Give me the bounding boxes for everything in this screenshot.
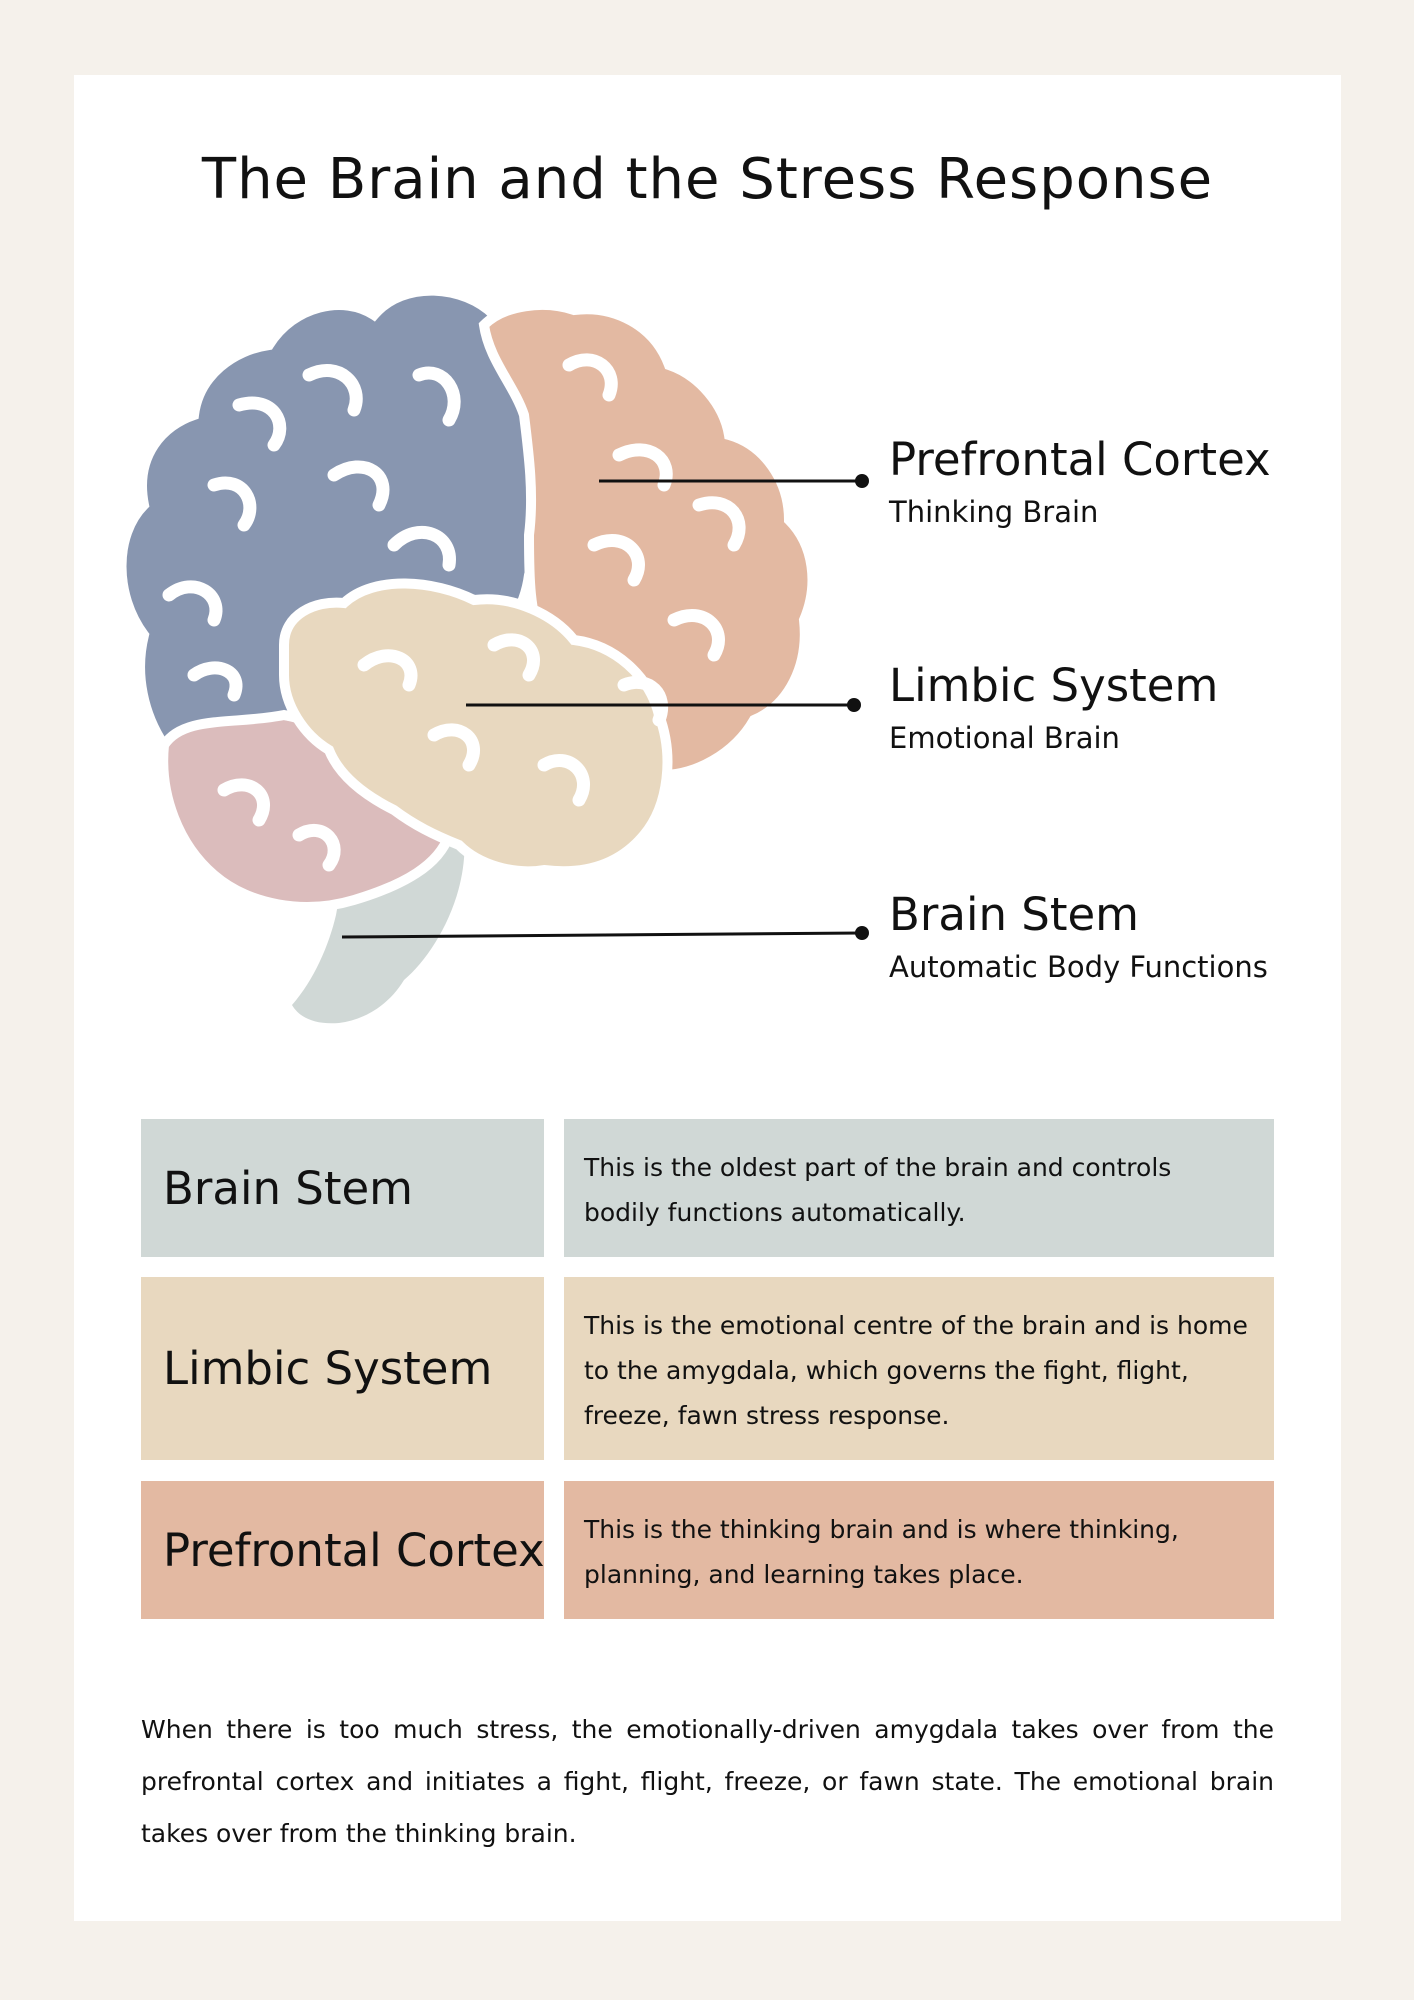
label-name: Prefrontal Cortex — [889, 433, 1271, 486]
summary-paragraph: When there is too much stress, the emoti… — [141, 1715, 1274, 1848]
leader-dot — [847, 698, 861, 712]
label-subtitle: Thinking Brain — [889, 494, 1099, 529]
row-title: Prefrontal Cortex — [141, 1481, 545, 1619]
leader-dot — [855, 926, 869, 940]
infographic-card: The Brain and the Stress Response — [74, 75, 1341, 1921]
row-description: This is the oldest part of the brain and… — [564, 1119, 1274, 1257]
leader-lines — [341, 479, 863, 939]
brain-illustration — [116, 285, 869, 1024]
brain-folds — [162, 353, 746, 872]
row-title: Brain Stem — [141, 1119, 544, 1257]
label-limbic-system: Limbic System Emotional Brain — [889, 661, 1218, 755]
row-title: Limbic System — [141, 1277, 544, 1460]
label-name: Limbic System — [889, 659, 1219, 712]
leader-dot — [855, 474, 869, 488]
label-prefrontal-cortex: Prefrontal Cortex Thinking Brain — [889, 435, 1271, 529]
row-description: This is the emotional centre of the brai… — [564, 1277, 1274, 1460]
table-row: Prefrontal Cortex This is the thinking b… — [141, 1481, 1274, 1619]
label-name: Brain Stem — [889, 888, 1140, 941]
table-row: Limbic System This is the emotional cent… — [141, 1277, 1274, 1460]
page-title: The Brain and the Stress Response — [201, 147, 1214, 212]
row-description: This is the thinking brain and is where … — [564, 1481, 1274, 1619]
table-row: Brain Stem This is the oldest part of th… — [141, 1119, 1274, 1257]
label-subtitle: Automatic Body Functions — [889, 949, 1268, 984]
label-brain-stem: Brain Stem Automatic Body Functions — [889, 890, 1268, 984]
label-subtitle: Emotional Brain — [889, 720, 1120, 755]
